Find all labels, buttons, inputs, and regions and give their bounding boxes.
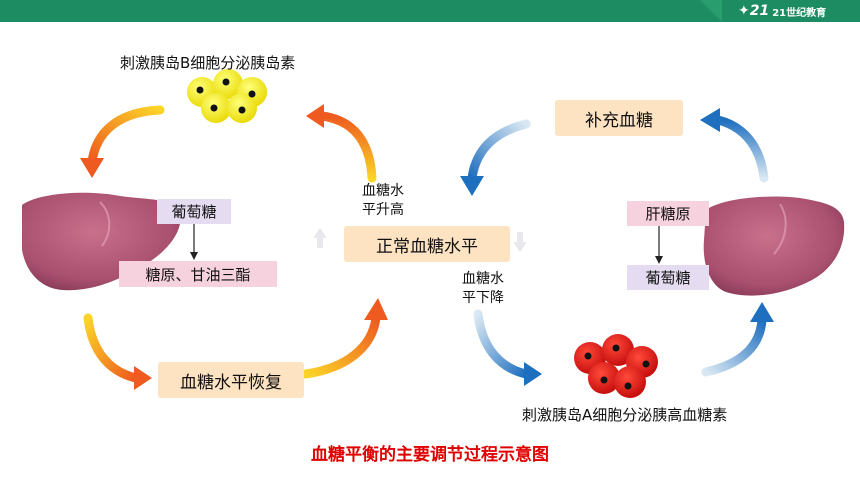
fall-label-line2: 平下降 xyxy=(462,290,504,306)
header-bar xyxy=(0,0,860,22)
recover-box: 血糖水平恢复 xyxy=(158,362,304,398)
faint-down-arrow-icon xyxy=(513,232,527,252)
arrow-fall-to-alpha xyxy=(473,309,542,386)
rise-label-line2: 平升高 xyxy=(362,202,404,218)
logo-text: 21世纪教育 xyxy=(772,7,827,19)
rise-label-line1: 血糖水 xyxy=(362,183,404,199)
fall-label: 血糖水 平下降 xyxy=(462,270,504,308)
right-glucose-box: 葡萄糖 xyxy=(627,265,709,290)
arrow-alpha-to-liver xyxy=(701,302,774,377)
beta-cells-image xyxy=(187,69,267,123)
glycogen-box: 肝糖原 xyxy=(627,201,709,226)
header-accent xyxy=(700,0,722,22)
faint-up-arrow-icon xyxy=(313,228,327,248)
left-conversion-arrow xyxy=(190,223,198,260)
logo-mark-icon: ✦21 xyxy=(738,3,770,19)
arrow-recover-to-normal xyxy=(301,298,388,379)
arrow-insulin-to-liver xyxy=(80,105,165,178)
arrow-liver-to-supplement xyxy=(700,108,769,183)
alpha-cell-label: 刺激胰岛A细胞分泌胰高血糖素 xyxy=(522,406,728,424)
arrow-supplement-to-normal xyxy=(460,119,531,196)
rise-label: 血糖水 平升高 xyxy=(362,182,404,220)
right-liver-image xyxy=(703,196,845,296)
diagram-caption: 血糖平衡的主要调节过程示意图 xyxy=(311,445,549,465)
brand-logo: ✦21 21世纪教育 xyxy=(738,2,826,20)
left-glucose-box: 葡萄糖 xyxy=(157,199,231,224)
right-conversion-arrow xyxy=(655,226,663,264)
fall-label-line1: 血糖水 xyxy=(462,271,504,287)
storage-box: 糖原、甘油三酯 xyxy=(119,261,277,287)
alpha-cells-image xyxy=(574,334,658,398)
arrow-liver-to-recover xyxy=(83,313,152,390)
normal-level-box: 正常血糖水平 xyxy=(344,226,510,262)
beta-cell-label: 刺激胰岛B细胞分泌胰岛素 xyxy=(120,54,296,72)
supplement-box: 补充血糖 xyxy=(555,100,683,136)
arrow-rise-to-beta xyxy=(306,104,377,183)
